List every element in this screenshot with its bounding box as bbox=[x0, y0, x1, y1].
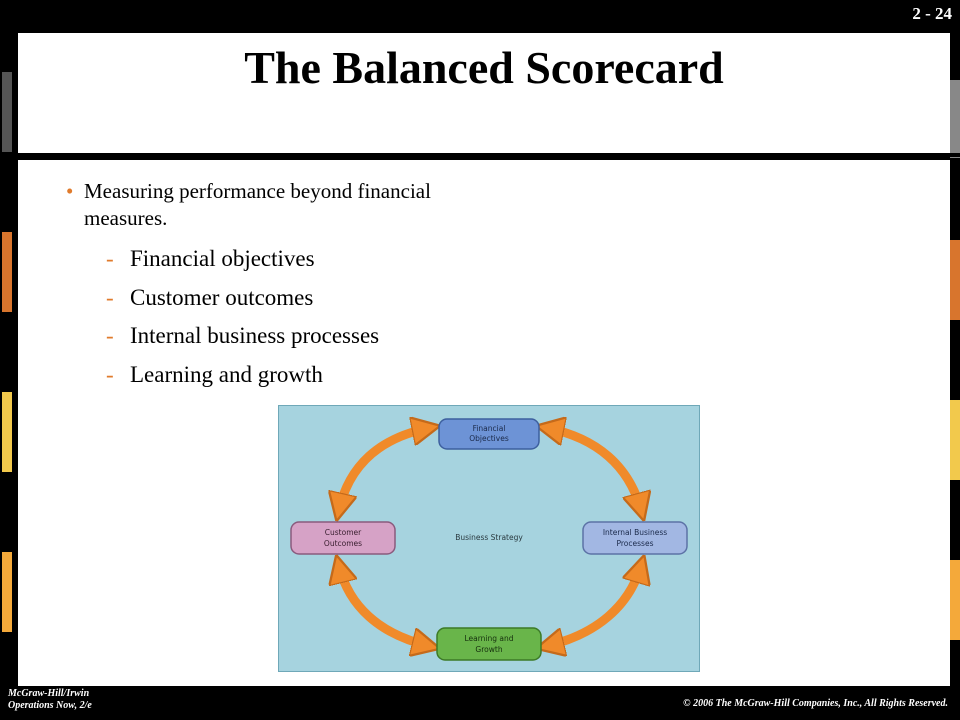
diagram-svg: Financial Objectives Customer Outcomes I… bbox=[290, 406, 688, 661]
accent-bar-left-2 bbox=[2, 232, 12, 312]
accent-bar-left-1 bbox=[2, 72, 12, 152]
subitem-label: Learning and growth bbox=[130, 362, 323, 387]
node-bottom-line-2: Growth bbox=[475, 645, 502, 654]
footer-publisher-line-2: Operations Now, 2/e bbox=[8, 700, 92, 711]
slide-title: The Balanced Scorecard bbox=[244, 42, 724, 93]
arrow-top-left bbox=[339, 428, 429, 510]
balanced-scorecard-diagram: Financial Objectives Customer Outcomes I… bbox=[278, 405, 700, 672]
subitem-financial: -Financial objectives bbox=[106, 246, 315, 272]
node-top-line-1: Financial bbox=[473, 424, 506, 433]
center-label: Business Strategy bbox=[455, 533, 523, 542]
subitem-label: Internal business processes bbox=[130, 323, 380, 348]
bullet-item: • Measuring performance beyond financial… bbox=[66, 178, 504, 232]
subitem-dash: - bbox=[106, 323, 114, 348]
arrow-top-right bbox=[547, 428, 641, 510]
accent-bar-left-4 bbox=[2, 552, 12, 632]
footer-publisher-line-1: McGraw-Hill/Irwin bbox=[8, 688, 90, 699]
subitem-customer: -Customer outcomes bbox=[106, 285, 313, 311]
node-top-line-2: Objectives bbox=[469, 434, 509, 443]
footer-publisher: McGraw-Hill/Irwin Operations Now, 2/e bbox=[8, 688, 92, 712]
slide-number: 2 - 24 bbox=[912, 4, 952, 23]
accent-bar-right-1 bbox=[950, 80, 960, 158]
subitem-label: Financial objectives bbox=[130, 246, 315, 271]
node-customer-outcomes: Customer Outcomes bbox=[290, 521, 396, 555]
node-left-line-2: Outcomes bbox=[324, 539, 362, 548]
accent-bar-right-2 bbox=[950, 240, 960, 320]
node-financial-objectives: Financial Objectives bbox=[438, 418, 540, 450]
arrow-bottom-left bbox=[339, 566, 429, 646]
node-internal-business-processes: Internal Business Processes bbox=[582, 521, 688, 555]
title-panel: The Balanced Scorecard bbox=[18, 33, 950, 153]
subitem-dash: - bbox=[106, 246, 114, 271]
accent-bar-right-4 bbox=[950, 560, 960, 640]
subitem-dash: - bbox=[106, 362, 114, 387]
subitem-dash: - bbox=[106, 285, 114, 310]
subitem-internal: -Internal business processes bbox=[106, 323, 379, 349]
subitem-label: Customer outcomes bbox=[130, 285, 314, 310]
arrow-bottom-right bbox=[547, 566, 641, 646]
title-divider bbox=[18, 153, 960, 157]
node-learning-and-growth: Learning and Growth bbox=[436, 627, 542, 661]
node-right-line-1: Internal Business bbox=[603, 528, 667, 537]
footer-copyright: © 2006 The McGraw-Hill Companies, Inc., … bbox=[683, 698, 948, 709]
node-left-line-1: Customer bbox=[325, 528, 362, 537]
bullet-marker: • bbox=[66, 179, 74, 203]
node-bottom-line-1: Learning and bbox=[464, 634, 513, 643]
accent-bar-right-3 bbox=[950, 400, 960, 480]
accent-bar-left-3 bbox=[2, 392, 12, 472]
subitem-learning: -Learning and growth bbox=[106, 362, 323, 388]
bullet-text: Measuring performance beyond financial m… bbox=[84, 179, 431, 230]
node-right-line-2: Processes bbox=[617, 539, 654, 548]
